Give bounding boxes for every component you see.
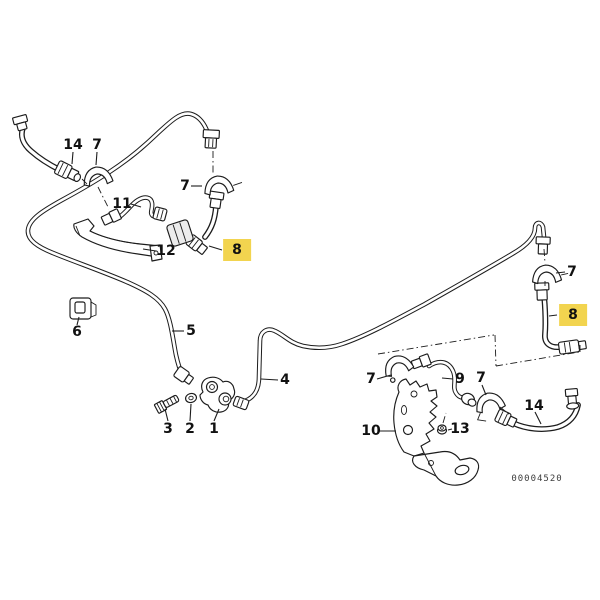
callout-7-lower-right[interactable]: 7 <box>476 370 486 386</box>
fitting-pipe4-end <box>535 236 551 255</box>
callout-2[interactable]: 2 <box>185 421 195 437</box>
fitting-pipe11-left <box>100 208 122 226</box>
callout-11[interactable]: 11 <box>112 196 132 212</box>
callout-4[interactable]: 4 <box>280 372 290 388</box>
fitting-hose14-bottom-left <box>494 408 518 428</box>
clip-6-drawing <box>69 297 97 320</box>
nut-13-drawing <box>436 424 448 435</box>
callout-8-right-highlighted[interactable]: 8 <box>559 304 587 326</box>
grommet-hose8-left <box>166 219 194 247</box>
callout-3[interactable]: 3 <box>163 421 173 437</box>
bracket-12-drawing <box>73 218 163 262</box>
fitting-pipe5-top <box>202 129 220 149</box>
phantom-lines <box>81 151 581 424</box>
callout-12[interactable]: 12 <box>156 243 176 259</box>
fitting-pipe5-into-tee <box>173 366 194 385</box>
hose-14-bottom-right-drawing <box>510 402 581 432</box>
callout-9[interactable]: 9 <box>455 371 465 387</box>
callout-13[interactable]: 13 <box>450 421 470 437</box>
fitting-hose14-bottom-right <box>564 388 580 410</box>
pipe-11-drawing <box>115 195 156 221</box>
leader-lines <box>71 151 566 432</box>
callout-7-top-left[interactable]: 7 <box>92 137 102 153</box>
callout-1[interactable]: 1 <box>209 421 219 437</box>
fitting-hose8-right-elbow <box>557 339 587 355</box>
hose-14-top-left-drawing <box>18 125 63 173</box>
fitting-pipe11-right <box>152 206 168 222</box>
hose-8-right-drawing <box>540 285 563 351</box>
callout-10[interactable]: 10 <box>361 423 381 439</box>
callout-6[interactable]: 6 <box>72 324 82 340</box>
callout-5[interactable]: 5 <box>186 323 196 339</box>
washer-2-drawing <box>184 392 198 404</box>
callout-14-bottom-right[interactable]: 14 <box>524 398 544 414</box>
pipe-4-drawing <box>242 220 547 404</box>
callout-7-right-upper[interactable]: 7 <box>567 264 577 280</box>
callout-8-left-highlighted[interactable]: 8 <box>223 239 251 261</box>
clamp-7-lower-right <box>473 389 507 422</box>
tee-union-1-drawing <box>199 376 236 413</box>
bolt-3-drawing <box>153 394 180 414</box>
pipe-5-drawing <box>25 111 214 377</box>
bracket-10-drawing <box>393 378 480 486</box>
fitting-hose8-right-top <box>534 282 550 301</box>
fitting-hose14-top-left-cap <box>12 114 29 132</box>
clamp-7-right-upper <box>530 263 569 285</box>
drawing-number: 00004520 <box>511 474 563 484</box>
fitting-hose14-top-left-end <box>54 160 82 183</box>
fitting-hose8-left-elbow <box>185 234 208 255</box>
callout-7-middle[interactable]: 7 <box>180 178 190 194</box>
fitting-pipe9-left <box>410 353 432 370</box>
fitting-pipe9-right <box>461 392 477 407</box>
callout-14-top-left[interactable]: 14 <box>63 137 83 153</box>
fitting-pipe4-into-tee <box>232 395 250 411</box>
callout-7-lower-left[interactable]: 7 <box>366 371 376 387</box>
clamp-7-middle <box>202 173 243 196</box>
hose-8-left-drawing <box>202 203 219 240</box>
clamp-7-lower-left <box>380 351 415 383</box>
